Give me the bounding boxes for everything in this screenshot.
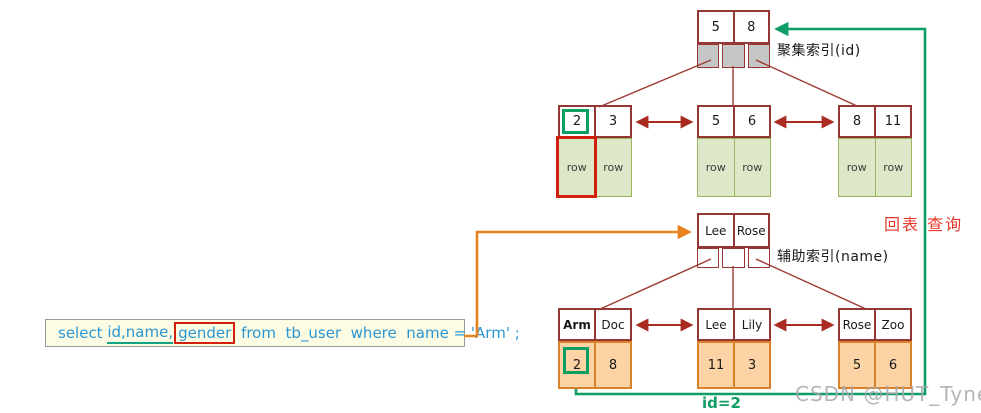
leaf-keys: Rose Zoo	[838, 308, 912, 341]
sql-text-gender-boxed: gender	[174, 322, 236, 344]
back-table-query-label: 回表 查询	[884, 215, 964, 234]
clustered-index-label: 聚集索引(id)	[777, 43, 861, 59]
leaf-keys: 5 6	[697, 105, 771, 138]
key-cell: Rose	[842, 317, 872, 332]
sql-text-underlined: id,name,	[107, 323, 174, 344]
leaf-keys: 8 11	[838, 105, 912, 138]
leaf-rows: row row	[697, 138, 771, 197]
leaf-rows: row row	[838, 138, 912, 197]
key-cell: Doc	[594, 310, 630, 339]
row-cell: row	[594, 139, 632, 196]
pointer-cell	[722, 44, 745, 68]
secondary-root-node: Lee Rose	[697, 213, 770, 268]
leaf-keys: Lee Lily	[697, 308, 771, 341]
key-cell: Lily	[733, 310, 769, 339]
highlight-clustered-key-2	[562, 109, 589, 134]
pointer-cell	[747, 248, 770, 268]
value-cell: 3	[733, 343, 769, 387]
key-cell: 3	[594, 107, 630, 136]
secondary-leaf-3: Rose Zoo 5 6	[838, 308, 912, 389]
leaf-values: 11 3	[697, 341, 771, 389]
value-cell: 5	[852, 357, 862, 373]
id-equals-2-label: id=2	[702, 394, 741, 412]
csdn-watermark: CSDN @HUT_Tyne265	[795, 382, 981, 406]
sql-query-box: select id,name,gender from tb_user where…	[45, 319, 520, 347]
secondary-leaf-2: Lee Lily 11 3	[697, 308, 771, 389]
value-cell: 11	[707, 357, 725, 373]
clustered-leaf-2: 5 6 row row	[697, 105, 771, 197]
value-cell: 6	[874, 343, 910, 387]
pointer-cell	[722, 248, 745, 268]
key-cell: Lee	[705, 317, 727, 332]
pointer-cell	[697, 44, 720, 68]
leaf-keys: Arm Doc	[558, 308, 632, 341]
highlight-secondary-value-2	[563, 347, 589, 374]
clustered-root-keys: 5 8	[697, 10, 770, 44]
key-cell: Arm	[563, 317, 591, 332]
clustered-root-node: 5 8	[697, 10, 770, 68]
key-cell: Lee	[705, 223, 727, 238]
sql-text-suffix: from tb_user where name = 'Arm' ;	[236, 324, 520, 342]
pointer-cell	[747, 44, 770, 68]
value-cell: 8	[594, 343, 630, 387]
key-cell: 5	[711, 19, 720, 35]
key-cell: Zoo	[874, 310, 910, 339]
row-cell: row	[705, 161, 726, 174]
key-cell: 8	[852, 114, 862, 129]
clustered-root-pointers	[697, 44, 770, 68]
sql-text-prefix: select	[58, 324, 108, 342]
row-cell: row	[874, 139, 912, 196]
clustered-leaf-3: 8 11 row row	[838, 105, 912, 197]
row-cell: row	[846, 161, 867, 174]
key-cell: 11	[874, 107, 910, 136]
key-cell: 8	[732, 12, 769, 42]
secondary-root-pointers	[697, 248, 770, 268]
pointer-cell	[697, 248, 720, 268]
key-cell: 5	[711, 114, 721, 129]
highlight-row-cell	[556, 136, 597, 198]
key-cell: Rose	[732, 215, 769, 246]
secondary-root-keys: Lee Rose	[697, 213, 770, 248]
row-cell: row	[733, 139, 771, 196]
secondary-index-label: 辅助索引(name)	[777, 249, 889, 265]
key-cell: 6	[733, 107, 769, 136]
